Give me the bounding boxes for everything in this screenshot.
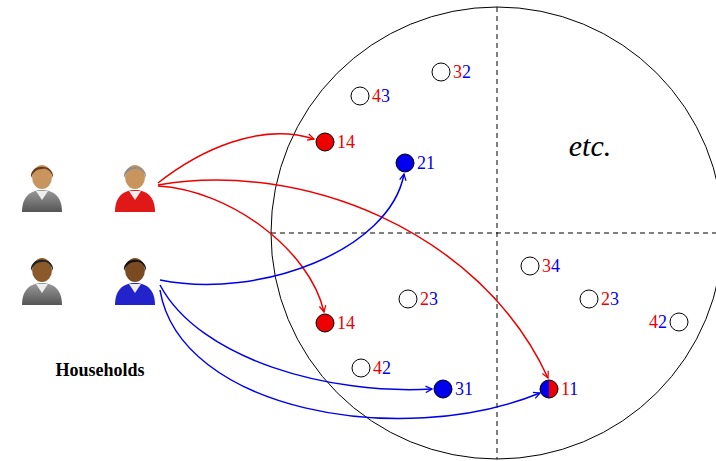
point-circle (432, 63, 450, 81)
point-marker (520, 256, 540, 276)
choice-point: 21 (395, 153, 435, 173)
point-circle (316, 314, 334, 332)
hair (124, 260, 146, 271)
choice-point: 11 (539, 379, 578, 399)
preference-number: 43 (372, 86, 390, 106)
preference-number: 21 (417, 153, 435, 173)
shirt (22, 190, 62, 212)
preference-number: 31 (455, 379, 473, 399)
hair (31, 167, 53, 178)
point-circle (580, 290, 598, 308)
point-circle (521, 257, 539, 275)
point-marker (431, 62, 451, 82)
point-marker (351, 358, 371, 378)
point-circle (351, 87, 369, 105)
person-icon (115, 258, 155, 305)
choice-arrow (158, 180, 548, 378)
choice-point: 42 (649, 312, 689, 332)
choice-point: 34 (520, 256, 560, 276)
region-circle (271, 7, 716, 459)
group-label: Households (55, 360, 144, 381)
point-marker (315, 313, 335, 333)
point-circle (316, 133, 334, 151)
preference-number: 14 (337, 313, 355, 333)
shirt (22, 283, 62, 305)
point-circle (399, 290, 417, 308)
choice-point: 14 (315, 132, 355, 152)
point-circle (670, 313, 688, 331)
point-circle (352, 359, 370, 377)
collar (129, 191, 141, 200)
preference-number: 14 (337, 132, 355, 152)
collar (129, 284, 141, 293)
point-marker (398, 289, 418, 309)
choice-point: 42 (351, 358, 391, 378)
choice-point: 31 (433, 379, 473, 399)
point-circle (434, 380, 452, 398)
choice-arrow (158, 134, 314, 183)
hair (124, 167, 146, 178)
point-marker (350, 86, 370, 106)
shirt (115, 190, 155, 212)
dashed-divider (271, 233, 716, 234)
point-marker (579, 289, 599, 309)
choice-point: 43 (350, 86, 390, 106)
person-icon (115, 165, 155, 212)
point-marker (539, 379, 559, 399)
point-marker (669, 312, 689, 332)
choice-arrow (160, 290, 540, 419)
choice-point: 14 (315, 313, 355, 333)
collar (36, 284, 48, 293)
choice-arrow (160, 174, 404, 284)
half-fill (549, 380, 558, 398)
person-icon (22, 165, 62, 212)
preference-number: 42 (373, 358, 391, 378)
choice-point: 32 (431, 62, 471, 82)
point-marker (315, 132, 335, 152)
point-outline (540, 380, 558, 398)
hair (31, 260, 53, 271)
note-text: etc. (569, 129, 611, 163)
shirt (115, 283, 155, 305)
preference-number: 23 (420, 289, 438, 309)
preference-number: 23 (601, 289, 619, 309)
point-circle (396, 154, 414, 172)
choice-arrow (158, 186, 324, 312)
choice-arrow (160, 285, 432, 390)
preference-number: 42 (649, 312, 667, 332)
preference-number: 34 (542, 256, 560, 276)
half-fill (540, 380, 549, 398)
choice-point: 23 (579, 289, 619, 309)
preference-number: 11 (561, 379, 578, 399)
choice-point: 23 (398, 289, 438, 309)
preference-number: 32 (453, 62, 471, 82)
point-marker (433, 379, 453, 399)
person-icon (22, 258, 62, 305)
point-marker (395, 153, 415, 173)
collar (36, 191, 48, 200)
